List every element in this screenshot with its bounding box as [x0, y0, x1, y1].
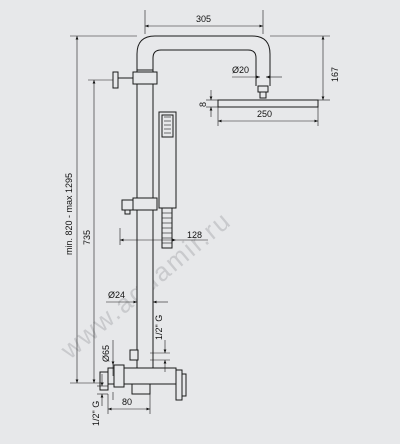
hand-shower-face: [161, 114, 174, 138]
dim-hand-shower-reach: 128: [119, 228, 208, 245]
inlet-connector: [131, 383, 151, 395]
dim-head-width-label: 250: [257, 109, 272, 119]
dim-inlet-thread-label: 1/2" G: [91, 401, 101, 426]
dim-hand-shower-reach-label: 128: [187, 230, 202, 240]
dim-arm-width: 305: [144, 10, 264, 34]
dim-rail-diameter: Ø24: [106, 290, 168, 304]
dim-outlet-thread: 1/2" G: [150, 315, 170, 372]
dim-escutcheon-diameter: Ø65: [101, 340, 115, 400]
diverter-knob: [129, 349, 139, 361]
slider-knob: [121, 199, 134, 211]
dim-total-height: min. 820 - max 1295: [64, 36, 104, 384]
dim-rail-diameter-label: Ø24: [108, 290, 125, 300]
dim-arm-width-label: 305: [196, 14, 211, 24]
dim-inlet-offset: 80: [107, 394, 151, 414]
shower-column: [99, 35, 319, 401]
shower-head: [217, 99, 319, 108]
mixer-left-knob: [113, 364, 125, 388]
upper-clamp: [132, 71, 158, 85]
slider-screw: [124, 209, 131, 215]
dim-escutcheon-diameter-label: Ø65: [101, 345, 111, 362]
mixer-right-knob: [175, 369, 183, 401]
dim-arm-diameter-label: Ø20: [232, 65, 249, 75]
dim-head-height: 167: [318, 36, 340, 101]
wall-escutcheon: [99, 371, 109, 391]
dim-head-thickness-label: 8: [198, 102, 208, 107]
dim-mixer-height-label: 735: [82, 230, 92, 245]
mixer-right-cap: [181, 373, 187, 397]
arm-connector: [257, 85, 269, 93]
upper-knob: [112, 71, 119, 89]
dim-inlet-thread: 1/2" G: [91, 374, 108, 426]
dim-head-thickness: 8: [198, 90, 218, 117]
dim-outlet-thread-label: 1/2" G: [154, 315, 164, 340]
head-swivel: [259, 91, 267, 99]
overhead-arm: [136, 35, 271, 86]
dim-inlet-offset-label: 80: [122, 397, 132, 407]
dim-head-width: 250: [217, 107, 319, 126]
dim-arm-diameter: Ø20: [232, 65, 282, 79]
slider-holder: [132, 197, 158, 211]
dim-head-height-label: 167: [330, 67, 340, 82]
riser-pipe: [136, 69, 154, 376]
dim-total-height-label: min. 820 - max 1295: [64, 173, 74, 255]
hand-shower-hose: [161, 207, 173, 249]
dim-mixer-height: 735: [82, 79, 113, 383]
